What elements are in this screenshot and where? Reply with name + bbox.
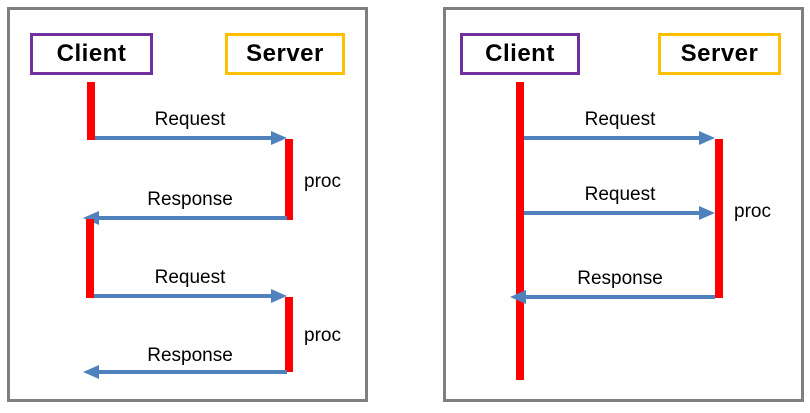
- client-label: Client: [56, 40, 127, 67]
- message-label-response-1: Response: [147, 189, 233, 210]
- client-activation-bar: [516, 82, 524, 380]
- arrowhead-right-icon: [271, 131, 287, 145]
- response-arrow-1: [510, 290, 715, 304]
- request-arrow-1: [95, 131, 287, 145]
- server-label: Server: [246, 40, 324, 67]
- arrowhead-left-icon: [83, 365, 99, 379]
- message-label-request-2: Request: [584, 184, 656, 205]
- server-activation-bar: [285, 139, 293, 220]
- response-arrow-1: [83, 211, 287, 225]
- message-label-request-1: Request: [154, 109, 226, 130]
- arrowhead-right-icon: [699, 131, 715, 145]
- arrow-shaft: [522, 295, 715, 299]
- proc-label-1: proc: [304, 171, 341, 192]
- arrowhead-right-icon: [699, 206, 715, 220]
- request-arrow-2: [94, 289, 287, 303]
- arrow-shaft: [95, 370, 287, 374]
- request-arrow-1: [524, 131, 715, 145]
- server-activation-bar: [285, 297, 293, 372]
- panel-pipelined: Client Server Request Request proc Respo…: [443, 7, 804, 402]
- client-activation-bar: [87, 82, 95, 140]
- server-box: Server: [225, 33, 345, 75]
- arrow-shaft: [524, 136, 703, 140]
- response-arrow-2: [83, 365, 287, 379]
- arrow-shaft: [95, 216, 287, 220]
- proc-label-1: proc: [734, 201, 771, 222]
- message-label-request-1: Request: [584, 109, 656, 130]
- arrowhead-left-icon: [510, 290, 526, 304]
- client-activation-bar: [86, 219, 94, 298]
- server-box: Server: [658, 33, 781, 75]
- client-label: Client: [485, 40, 555, 67]
- message-label-request-2: Request: [154, 267, 226, 288]
- arrow-shaft: [94, 294, 275, 298]
- message-label-response-1: Response: [577, 268, 663, 289]
- client-box: Client: [460, 33, 580, 75]
- proc-label-2: proc: [304, 325, 341, 346]
- arrow-shaft: [95, 136, 275, 140]
- arrow-shaft: [524, 211, 703, 215]
- message-label-response-2: Response: [147, 345, 233, 366]
- arrowhead-right-icon: [271, 289, 287, 303]
- panel-synchronous: Client Server Request proc Response Requ…: [7, 7, 368, 402]
- server-activation-bar: [715, 139, 723, 298]
- request-arrow-2: [524, 206, 715, 220]
- client-box: Client: [30, 33, 153, 75]
- server-label: Server: [680, 40, 759, 67]
